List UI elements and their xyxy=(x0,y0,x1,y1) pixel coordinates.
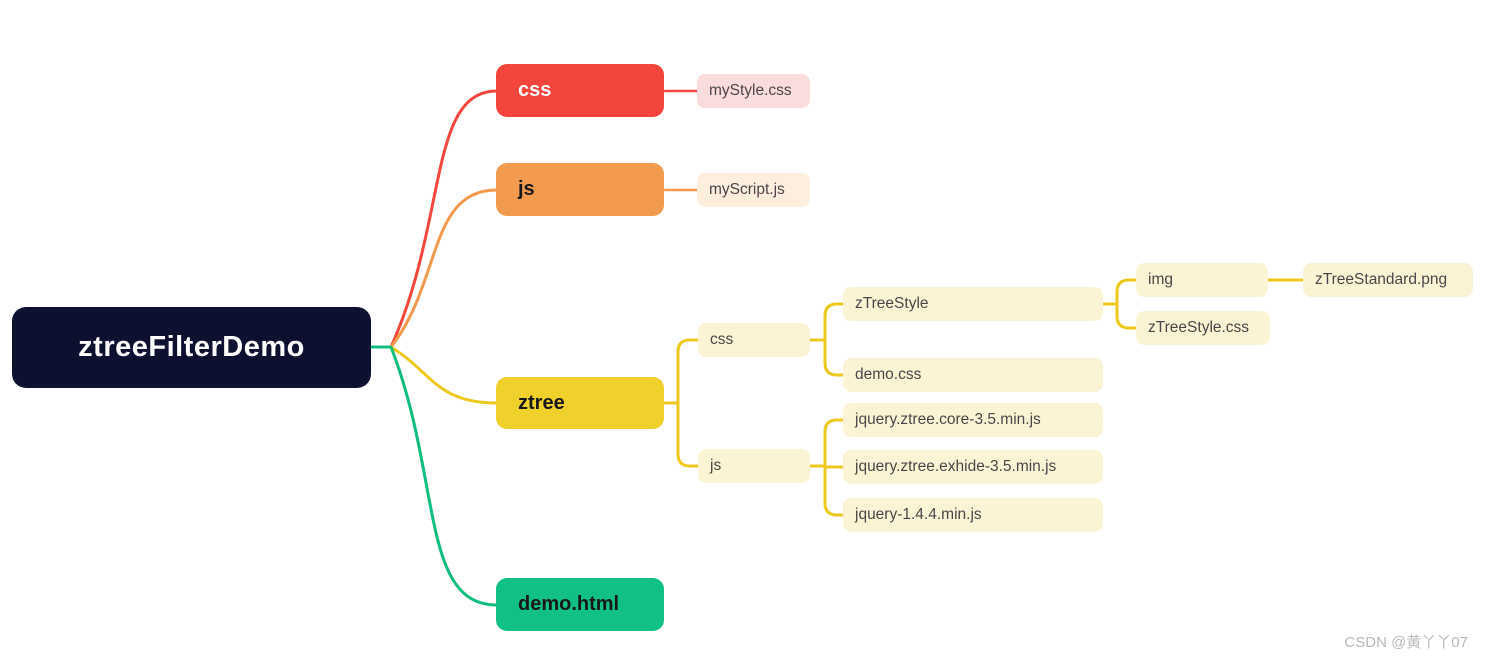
node-ztree-label: ztree xyxy=(518,391,565,414)
csdn-watermark: CSDN @黄丫丫07 xyxy=(1344,634,1468,651)
connector-root-to-demohtml xyxy=(389,345,499,607)
node-jquery-144-label: jquery-1.4.4.min.js xyxy=(855,506,982,523)
node-myscript-js-file[interactable]: myScript.js xyxy=(697,173,810,207)
node-ztree-folder[interactable]: ztree xyxy=(496,377,664,429)
node-demo-html-label: demo.html xyxy=(518,593,620,615)
node-ztree-js-folder[interactable]: js xyxy=(698,449,810,483)
connector-root-to-js xyxy=(389,188,499,349)
node-myscript-js-label: myScript.js xyxy=(709,181,785,198)
node-css-label: css xyxy=(518,79,552,101)
node-ztree-css-folder[interactable]: css xyxy=(698,323,810,357)
node-jquery-ztree-core-file[interactable]: jquery.ztree.core-3.5.min.js xyxy=(843,403,1103,437)
node-img-folder[interactable]: img xyxy=(1136,263,1268,297)
node-mystyle-css-label: myStyle.css xyxy=(709,82,792,99)
node-jquery-ztree-exhide-file[interactable]: jquery.ztree.exhide-3.5.min.js xyxy=(843,450,1103,484)
connector-ztree-bracket xyxy=(663,338,700,468)
node-jquery-144-file[interactable]: jquery-1.4.4.min.js xyxy=(843,498,1103,532)
node-ztreestandard-png-label: zTreeStandard.png xyxy=(1315,271,1448,288)
node-demo-css-label: demo.css xyxy=(855,366,922,383)
node-root-ztreefilterdemo[interactable]: ztreeFilterDemo xyxy=(12,307,371,388)
node-css-folder[interactable]: css xyxy=(496,64,664,117)
node-jquery-ztree-exhide-label: jquery.ztree.exhide-3.5.min.js xyxy=(855,458,1057,475)
node-root-label: ztreeFilterDemo xyxy=(78,331,305,363)
node-mystyle-css-file[interactable]: myStyle.css xyxy=(697,74,810,108)
node-ztreestyle-label: zTreeStyle xyxy=(855,295,929,312)
node-img-label: img xyxy=(1148,271,1173,288)
node-ztreestyle-css-label: zTreeStyle.css xyxy=(1148,319,1250,336)
node-ztreestandard-png-file[interactable]: zTreeStandard.png xyxy=(1303,263,1473,297)
node-demo-css-file[interactable]: demo.css xyxy=(843,358,1103,392)
connector-zcss-bracket xyxy=(808,302,845,377)
connector-zjs-bracket xyxy=(808,418,845,517)
node-ztreestyle-css-file[interactable]: zTreeStyle.css xyxy=(1136,311,1270,345)
node-jquery-ztree-core-label: jquery.ztree.core-3.5.min.js xyxy=(855,411,1041,428)
node-js-label: js xyxy=(518,178,535,200)
node-demo-html-file[interactable]: demo.html xyxy=(496,578,664,631)
connector-root-to-css xyxy=(389,89,499,349)
node-ztree-js-label: js xyxy=(710,457,722,474)
node-ztreestyle-folder[interactable]: zTreeStyle xyxy=(843,287,1103,321)
node-js-folder[interactable]: js xyxy=(496,163,664,216)
connector-root-to-ztree xyxy=(389,345,499,405)
connector-zstyle-bracket xyxy=(1101,278,1138,330)
node-ztree-css-label: css xyxy=(710,331,734,348)
